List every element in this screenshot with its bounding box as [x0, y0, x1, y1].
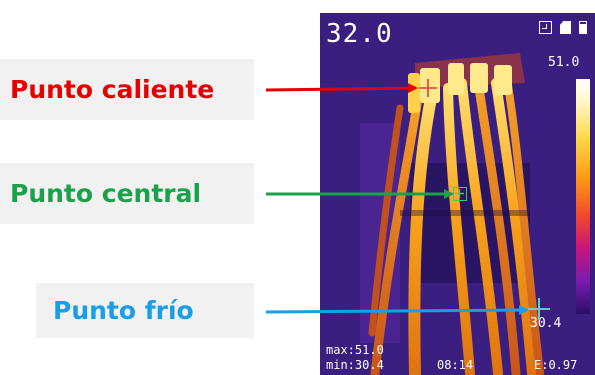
- hot-spot-label: Punto caliente: [0, 59, 254, 120]
- center-spot-label-text: Punto central: [10, 179, 202, 208]
- max-temperature: max:51.0: [326, 343, 384, 357]
- sd-card-icon: [560, 21, 571, 34]
- cold-spot-label-text: Punto frío: [53, 296, 194, 325]
- cold-spot-marker: [528, 298, 550, 320]
- scale-min-value: 30.4: [530, 316, 562, 331]
- scale-max-value: 51.0: [548, 55, 580, 70]
- center-temperature-readout: 32.0: [326, 19, 393, 49]
- battery-icon: [579, 21, 587, 34]
- thermal-camera-screen: 32.0 51.0 30.4 max:51.0 min:30.4 08:14 E…: [320, 13, 595, 375]
- hot-spot-marker: [419, 79, 437, 97]
- color-scale-bar: [576, 79, 590, 314]
- image-mode-icon: [539, 21, 552, 34]
- hot-spot-label-text: Punto caliente: [10, 75, 215, 104]
- emissivity-value: E:0.97: [534, 358, 578, 372]
- cold-spot-label: Punto frío: [36, 283, 254, 338]
- clock: 08:14: [437, 358, 474, 372]
- thermal-image: [320, 13, 595, 375]
- center-spot-label: Punto central: [0, 163, 254, 224]
- min-temperature: min:30.4: [326, 358, 384, 372]
- status-icons: [539, 21, 587, 34]
- center-spot-marker: [453, 187, 467, 201]
